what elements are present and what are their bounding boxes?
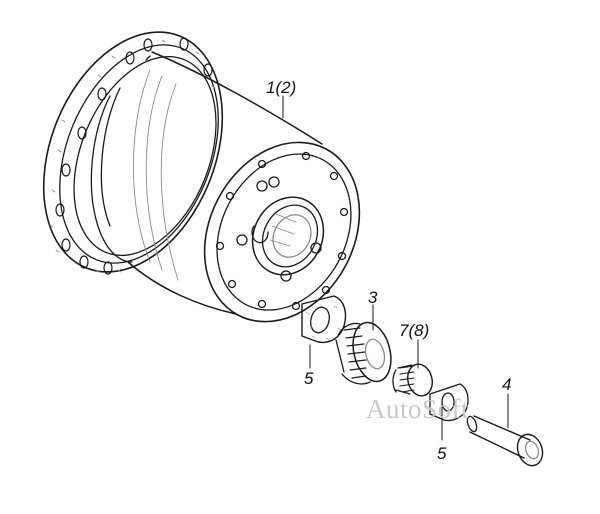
housing-shading [133, 69, 179, 281]
housing-body-bottom [127, 261, 237, 315]
spur-gear [335, 321, 392, 385]
washer-right [429, 383, 469, 422]
end-face-bolt-holes [215, 151, 349, 311]
callout-hub-housing: 1(2) [266, 78, 297, 97]
watermark: AutoSoft [366, 394, 470, 424]
callout-washer-left: 5 [304, 369, 314, 388]
flange-rim-outer [42, 31, 224, 273]
end-face-outer [203, 141, 361, 323]
flange-step [90, 95, 133, 263]
axle-pin [466, 415, 544, 467]
flange-bolt-holes [55, 37, 213, 275]
housing-body-top [151, 51, 323, 145]
needle-bearing [392, 363, 433, 397]
callout-gear: 3 [368, 288, 378, 307]
central-bore [251, 196, 325, 276]
flange-stipple [49, 39, 216, 273]
callout-needle-bearing: 7(8) [399, 321, 430, 340]
callout-axle-pin: 4 [502, 375, 512, 394]
washer-left [301, 295, 347, 344]
end-face-inner [216, 153, 352, 311]
callout-washer-right: 5 [437, 444, 447, 463]
hub-housing [42, 31, 361, 323]
leader-lines [282, 95, 509, 441]
